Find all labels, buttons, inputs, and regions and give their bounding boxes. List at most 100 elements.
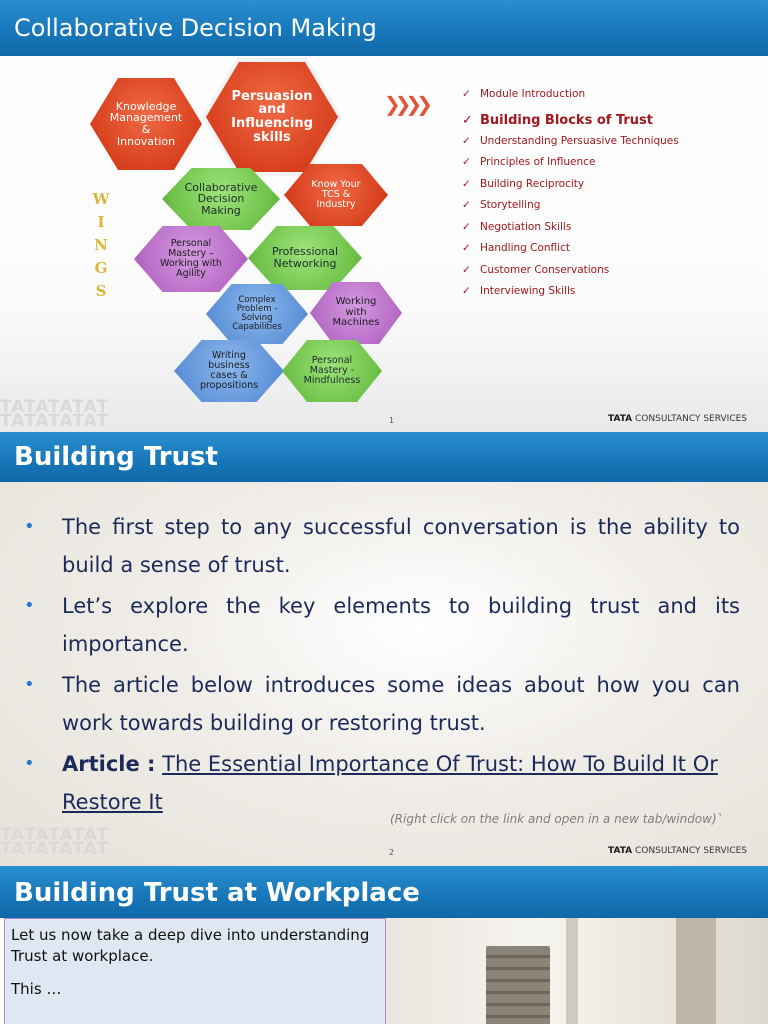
hex-text: Personal <box>170 238 212 250</box>
module-label: Customer Conservations <box>480 263 610 276</box>
hex-text: Professional <box>271 245 339 259</box>
slide-building-trust-workplace: Building Trust at Workplace Let us now t… <box>0 866 768 1024</box>
module-item-current: ✓ Building Blocks of Trust <box>462 110 762 135</box>
hex-text: and <box>258 102 286 118</box>
tata-watermark: TATATATAT TATATATAT <box>0 397 110 430</box>
tcs-footer-logo: TATA CONSULTANCY SERVICES <box>608 846 747 856</box>
wings-vertical-label: W I N G S <box>92 188 110 303</box>
page-number: 1 <box>389 416 395 425</box>
hex-text: Working with <box>160 258 222 269</box>
hex-text: Mastery – <box>168 248 214 260</box>
link-instruction-note: (Right click on the link and open in a n… <box>390 812 723 826</box>
module-item: ✓ Principles of Influence <box>462 156 762 178</box>
article-link[interactable]: The Essential Importance Of Trust: How T… <box>62 752 718 814</box>
window-frame-shape <box>676 918 716 1024</box>
page-number: 2 <box>389 848 395 857</box>
module-item: ✓Module Introduction <box>462 88 762 110</box>
hex-text: Personal <box>311 355 353 367</box>
watermark-text: TATATATAT <box>0 839 110 859</box>
hex-text: Working <box>335 296 377 308</box>
hex-text: Making <box>201 203 241 217</box>
hex-text: Industry <box>316 198 356 210</box>
bullet-item: The first step to any successful convers… <box>20 508 740 584</box>
hex-text: Innovation <box>116 134 176 148</box>
module-label: Module Introduction <box>480 88 586 100</box>
hex-text: Networking <box>273 257 337 270</box>
jenga-tower-shape <box>486 946 550 1024</box>
slide-title: Collaborative Decision Making <box>14 14 377 42</box>
article-label: Article : <box>62 752 156 776</box>
module-item: ✓ Interviewing Skills <box>462 285 762 307</box>
module-item: ✓Customer Conservations <box>462 264 762 286</box>
module-label: Storytelling <box>480 199 541 211</box>
module-list: ✓Module Introduction ✓Building Blocks of… <box>462 88 762 307</box>
hex-writing-business-cases: Writing business cases & propositions <box>174 340 284 402</box>
slide-collaborative-decision-making: Collaborative Decision Making Knowledge … <box>0 0 768 432</box>
intro-paragraph-2: This … <box>11 980 62 998</box>
hex-knowledge-management: Knowledge Management & Innovation <box>90 78 202 170</box>
slide-building-trust: Building Trust The first step to any suc… <box>0 432 768 866</box>
module-item: ✓Understanding Persuasive Techniques <box>462 135 762 157</box>
module-label: Building Blocks of Trust <box>480 112 654 128</box>
hex-working-with-machines: Working with Machines <box>310 282 402 344</box>
module-item: ✓ Storytelling <box>462 199 762 221</box>
tcs-footer-logo: TATA CONSULTANCY SERVICES <box>608 414 747 424</box>
hex-text: business <box>208 360 250 372</box>
checkmark-icon: ✓ <box>462 285 471 297</box>
tcs-brand-rest: CONSULTANCY SERVICES <box>635 846 748 856</box>
slide-title-bar: Collaborative Decision Making <box>0 0 768 56</box>
module-label: Building Reciprocity <box>480 177 585 190</box>
hex-text: Persuasion <box>231 88 313 104</box>
module-label: Understanding Persuasive Techniques <box>480 134 679 147</box>
checkmark-icon: ✓ <box>462 199 471 211</box>
hex-personal-mastery-agility: Personal Mastery – Working with Agility <box>134 226 248 292</box>
hex-collaborative-decision-making: Collaborative Decision Making <box>162 168 280 230</box>
module-label: Interviewing Skills <box>480 285 576 297</box>
module-item: ✓Negotiation Skills <box>462 221 762 243</box>
module-item: ✓ Handling Conflict <box>462 242 762 264</box>
slide-title-bar: Building Trust at Workplace <box>0 866 768 918</box>
hex-text: & <box>141 123 151 136</box>
bullet-item: Let’s explore the key elements to buildi… <box>20 587 740 663</box>
hex-text: Management <box>109 111 183 125</box>
wings-letter: N <box>94 236 108 254</box>
hex-text: Influencing <box>231 116 313 131</box>
slide-title: Building Trust <box>14 442 218 472</box>
hex-text: Mastery - <box>309 365 355 377</box>
hex-text: cases & <box>210 370 248 381</box>
wings-letter: W <box>92 190 110 208</box>
checkmark-icon: ✓ <box>462 112 473 128</box>
watermark-text: TATATATAT <box>0 397 110 417</box>
tata-watermark: TATATATAT TATATATAT <box>0 825 110 859</box>
hex-text: Collaborative <box>184 180 258 194</box>
hex-text: Mindfulness <box>303 374 361 386</box>
hex-text: Capabilities <box>232 321 282 332</box>
checkmark-icon: ✓ <box>462 220 471 233</box>
checkmark-icon: ✓ <box>462 177 471 190</box>
bullet-item-article: Article : The Essential Importance Of Tr… <box>20 745 740 821</box>
checkmark-icon: ✓ <box>462 156 471 168</box>
window-frame-shape <box>566 918 578 1024</box>
hex-text: Writing <box>212 350 246 362</box>
hex-text: Machines <box>332 317 380 329</box>
bullet-list: The first step to any successful convers… <box>20 508 740 824</box>
hex-text: skills <box>253 129 291 145</box>
checkmark-icon: ✓ <box>462 242 471 254</box>
hex-complex-problem-solving: Complex Problem - Solving Capabilities <box>206 284 308 344</box>
bullet-item: The article below introduces some ideas … <box>20 666 740 742</box>
tcs-brand-bold: TATA <box>608 414 633 424</box>
hex-text: Complex <box>238 295 276 306</box>
jenga-photo <box>386 918 768 1024</box>
tcs-brand-rest: CONSULTANCY SERVICES <box>635 414 748 424</box>
hex-text: Problem - <box>236 304 278 315</box>
module-label: Principles of Influence <box>480 156 596 168</box>
wings-letter: S <box>95 282 107 300</box>
intro-paragraph: Let us now take a deep dive into underst… <box>11 926 370 965</box>
module-label: Handling Conflict <box>480 242 570 254</box>
watermark-text: TATATATAT <box>0 825 110 845</box>
slide-title: Building Trust at Workplace <box>14 878 420 908</box>
wings-letter: G <box>94 259 108 277</box>
slide-title-bar: Building Trust <box>0 432 768 482</box>
hex-text: propositions <box>199 379 259 391</box>
module-item: ✓ Building Reciprocity <box>462 178 762 200</box>
